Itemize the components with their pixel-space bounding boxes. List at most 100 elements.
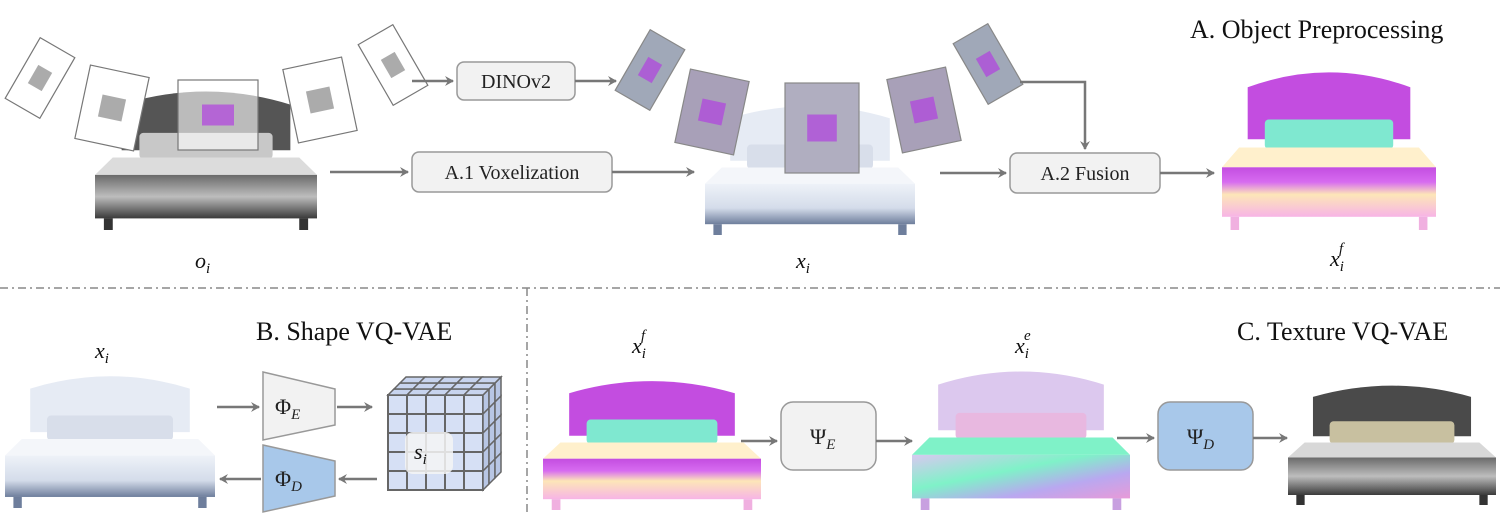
encoded-bed-x-i-e xyxy=(912,371,1130,510)
bed-leg xyxy=(299,218,309,230)
svg-text:si: si xyxy=(414,439,427,468)
view-content xyxy=(637,56,663,84)
svg-text:ΦE: ΦE xyxy=(275,394,300,423)
dinov2-box: DINOv2 xyxy=(456,61,576,101)
feature-map xyxy=(784,82,860,174)
svg-text:ΨE: ΨE xyxy=(810,424,835,453)
mattress-top xyxy=(543,442,761,459)
mattress-top xyxy=(1222,147,1436,168)
view-content xyxy=(975,50,1001,78)
arrow-features-to-fusion xyxy=(1020,80,1090,150)
bed-leg xyxy=(743,499,753,510)
grid-cell xyxy=(387,451,408,472)
grid-cell-side xyxy=(494,451,502,480)
bed-base xyxy=(912,454,1130,499)
grid-cell xyxy=(406,413,427,434)
bed-leg xyxy=(713,224,722,235)
grid-cell xyxy=(444,394,465,415)
label-x-i-b: xi xyxy=(94,338,109,367)
render-view xyxy=(74,64,150,152)
bed-base xyxy=(1288,457,1496,495)
section-b-title: B. Shape VQ-VAE xyxy=(256,317,452,346)
shape-encoder: ΦE xyxy=(262,371,336,441)
arrows-a xyxy=(330,76,1215,178)
bed-base xyxy=(95,174,317,219)
mattress-top xyxy=(1288,442,1496,458)
pillows xyxy=(47,415,173,441)
view-content xyxy=(202,104,234,126)
svg-text:DINOv2: DINOv2 xyxy=(481,71,551,93)
texture-decoder-box: ΨD xyxy=(1157,401,1254,471)
voxel-bed-x-i-b xyxy=(5,376,215,508)
svg-text:A.1 Voxelization: A.1 Voxelization xyxy=(445,162,580,184)
label-x-i-f-c: xif xyxy=(631,328,647,362)
arrows-c xyxy=(741,433,1288,446)
view-content xyxy=(380,51,406,79)
view-content xyxy=(305,86,335,114)
grid-cell xyxy=(463,394,484,415)
grid-cell xyxy=(444,413,465,434)
fused-bed-x-i-f-a xyxy=(1222,72,1436,230)
bed-leg xyxy=(103,218,113,230)
view-content xyxy=(909,96,939,124)
bed-leg xyxy=(1112,498,1122,510)
grid-cell xyxy=(387,432,408,453)
feature-map xyxy=(614,28,686,112)
grid-cell xyxy=(463,413,484,434)
bed-leg xyxy=(1418,216,1428,230)
svg-text:A.2 Fusion: A.2 Fusion xyxy=(1041,163,1130,185)
bed-base xyxy=(1222,167,1436,217)
render-view xyxy=(177,79,259,151)
grid-cell xyxy=(463,451,484,472)
mattress-top xyxy=(705,167,915,184)
grid-cell xyxy=(463,432,484,453)
mattress-top xyxy=(95,157,317,175)
view-content xyxy=(807,114,837,142)
bed-leg xyxy=(1230,216,1240,230)
bed-leg xyxy=(551,499,561,510)
feature-map xyxy=(952,22,1024,106)
fused-bed-x-i-f-c xyxy=(543,381,761,510)
voxelization-box: A.1 Voxelization xyxy=(411,151,613,193)
pillows xyxy=(586,419,718,444)
s-i-label: si xyxy=(405,432,453,474)
label-x-i-a: xi xyxy=(795,248,810,277)
pillows xyxy=(955,412,1087,439)
label-x-i-e: xie xyxy=(1014,328,1031,362)
grid-cell-top xyxy=(474,376,503,384)
section-a-title: A. Object Preprocessing xyxy=(1190,15,1443,44)
bed-base xyxy=(705,183,915,225)
bed-leg xyxy=(898,224,907,235)
grid-cell xyxy=(444,470,465,491)
grid-cell xyxy=(463,470,484,491)
fusion-box: A.2 Fusion xyxy=(1009,152,1161,194)
mattress-top xyxy=(912,437,1130,455)
bed-leg xyxy=(1479,495,1488,505)
svg-text:ΦD: ΦD xyxy=(275,466,302,495)
bed-leg xyxy=(1296,495,1305,505)
bed-leg xyxy=(198,496,207,508)
grid-cell xyxy=(387,413,408,434)
texture-encoder-box: ΨE xyxy=(780,401,877,471)
bed-leg xyxy=(920,498,930,510)
pillows xyxy=(1329,421,1455,444)
reconstructed-bed xyxy=(1288,385,1496,505)
bed-base xyxy=(5,455,215,497)
bed-base xyxy=(543,458,761,500)
svg-text:ΨD: ΨD xyxy=(1187,424,1214,453)
grid-cell xyxy=(425,413,446,434)
render-view xyxy=(4,36,76,120)
feature-map xyxy=(886,66,962,154)
view-content xyxy=(27,64,53,92)
arrows-b xyxy=(217,402,377,484)
grid-cell xyxy=(425,394,446,415)
feature-map xyxy=(674,68,750,156)
render-view xyxy=(282,56,358,144)
mattress-top xyxy=(5,439,215,456)
section-c-title: C. Texture VQ-VAE xyxy=(1237,317,1448,346)
view-content xyxy=(697,98,727,126)
grid-cell xyxy=(387,470,408,491)
label-o-i: oi xyxy=(195,248,210,277)
bed-leg xyxy=(13,496,22,508)
